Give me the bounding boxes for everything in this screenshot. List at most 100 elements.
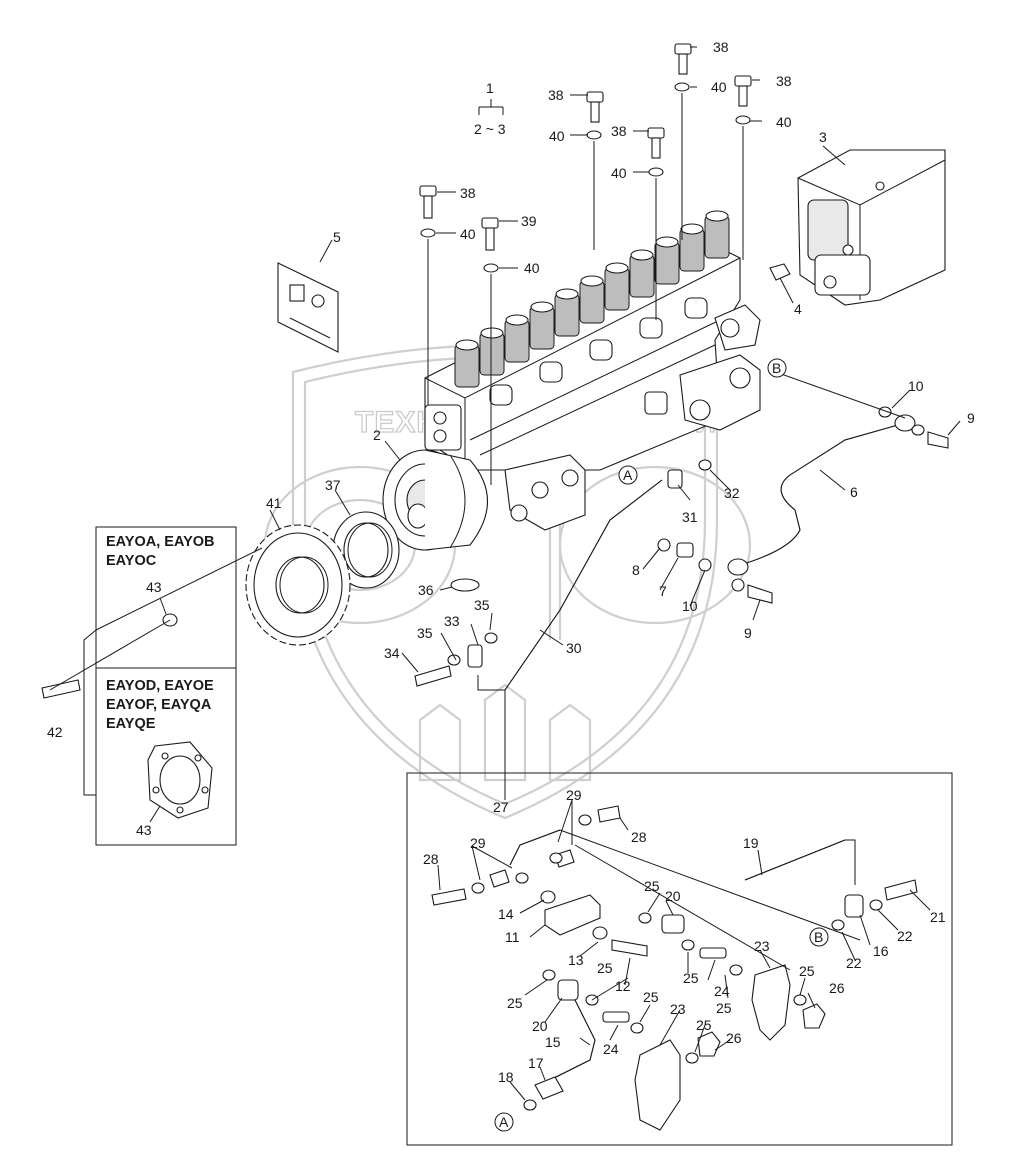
callout-25: 25 (507, 995, 523, 1011)
callout-16: 16 (873, 943, 889, 959)
callout-38: 38 (713, 39, 729, 55)
callout-22: 22 (846, 955, 862, 971)
callout-25: 25 (799, 963, 815, 979)
svg-text:A: A (499, 1114, 509, 1130)
callout-29: 29 (470, 835, 486, 851)
callout-39: 39 (521, 213, 537, 229)
variant-1-line-1: EAYOA, EAYOB (106, 534, 215, 550)
callout-20: 20 (532, 1018, 548, 1034)
callout-28: 28 (631, 829, 647, 845)
callout-labels: 38 40 38 40 38 40 38 40 38 40 39 40 3 5 … (47, 39, 975, 1085)
variant-2-line-2: EAYOF, EAYQA (106, 697, 212, 713)
callout-4: 4 (794, 301, 802, 317)
callout-38: 38 (611, 123, 627, 139)
callout-7: 7 (659, 583, 667, 599)
callout-38: 38 (460, 185, 476, 201)
callout-14: 14 (498, 906, 514, 922)
variant-2-line-3: EAYQE (106, 716, 156, 732)
callout-34: 34 (384, 645, 400, 661)
callout-19: 19 (743, 835, 759, 851)
callout-22: 22 (897, 928, 913, 944)
callout-17: 17 (528, 1055, 544, 1071)
callout-8: 8 (632, 562, 640, 578)
callout-41: 41 (266, 495, 282, 511)
callout-10: 10 (908, 378, 924, 394)
variant-box: EAYOA, EAYOB EAYOC 43 EAYOD, EAYOE EAYOF… (83, 526, 237, 846)
callout-38: 38 (548, 87, 564, 103)
callout-3: 3 (819, 129, 827, 145)
svg-text:A: A (623, 467, 633, 483)
timer-hub (382, 449, 488, 551)
callout-38: 38 (776, 73, 792, 89)
callout-25: 25 (597, 960, 613, 976)
callout-40: 40 (460, 226, 476, 242)
assembly-ref-top: 1 (486, 80, 494, 96)
assembly-ref-bottom: 2 ~ 3 (474, 121, 506, 137)
leader-lines (49, 46, 961, 691)
governor-housing (797, 149, 946, 306)
callout-40: 40 (776, 114, 792, 130)
callout-33: 33 (444, 613, 460, 629)
callout-31: 31 (682, 509, 698, 525)
cover-plate (277, 262, 339, 353)
callout-30: 30 (566, 640, 582, 656)
circle-ref-b-detail: B (809, 927, 829, 947)
callout-25: 25 (683, 970, 699, 986)
variant-1-part: 43 (146, 579, 162, 595)
variant-2-line-1: EAYOD, EAYOE (106, 678, 214, 694)
callout-25: 25 (644, 878, 660, 894)
svg-text:B: B (814, 929, 823, 945)
callout-26: 26 (726, 1030, 742, 1046)
callout-9: 9 (744, 625, 752, 641)
callout-21: 21 (930, 909, 946, 925)
callout-37: 37 (325, 477, 341, 493)
callout-5: 5 (333, 229, 341, 245)
callout-18: 18 (498, 1069, 514, 1085)
gasket-plate (147, 741, 213, 819)
circle-ref-a-detail: A (494, 1112, 514, 1132)
callout-24: 24 (603, 1041, 619, 1057)
callout-27: 27 (493, 799, 509, 815)
assembly-reference: 1 2 ~ 3 (474, 80, 506, 137)
circle-ref-a-main: A (618, 465, 638, 485)
o-ring (450, 578, 480, 592)
callout-28: 28 (423, 851, 439, 867)
callout-25: 25 (716, 1000, 732, 1016)
injector-elements-row (454, 210, 730, 388)
variant-1-line-2: EAYOC (106, 553, 157, 569)
callout-40: 40 (524, 260, 540, 276)
callout-2: 2 (373, 427, 381, 443)
callout-40: 40 (611, 165, 627, 181)
callout-36: 36 (418, 582, 434, 598)
injection-pump-body (424, 210, 761, 531)
callout-25: 25 (643, 989, 659, 1005)
callout-11: 11 (505, 929, 520, 945)
callout-25: 25 (696, 1017, 712, 1033)
circle-ref-b-main: B (767, 358, 787, 378)
callout-32: 32 (724, 485, 740, 501)
svg-text:B: B (772, 360, 781, 376)
fuel-pipe (477, 479, 663, 691)
callout-35: 35 (474, 597, 490, 613)
variant-2-part: 43 (136, 822, 152, 838)
bolts-and-washers (419, 43, 752, 485)
callout-42: 42 (47, 724, 63, 740)
callout-23: 23 (754, 938, 770, 954)
callout-35: 35 (417, 625, 433, 641)
callout-12: 12 (615, 978, 631, 994)
callout-10: 10 (682, 598, 698, 614)
small-fittings (41, 263, 949, 699)
callout-40: 40 (711, 79, 727, 95)
callout-26: 26 (829, 980, 845, 996)
callout-6: 6 (850, 484, 858, 500)
callout-13: 13 (568, 952, 584, 968)
callout-40: 40 (549, 128, 565, 144)
overflow-pipe (727, 414, 916, 576)
callout-24: 24 (714, 983, 730, 999)
drive-gear (245, 524, 351, 646)
callout-20: 20 (665, 888, 681, 904)
callout-29: 29 (566, 787, 582, 803)
callout-15: 15 (545, 1034, 561, 1050)
callout-9: 9 (967, 410, 975, 426)
